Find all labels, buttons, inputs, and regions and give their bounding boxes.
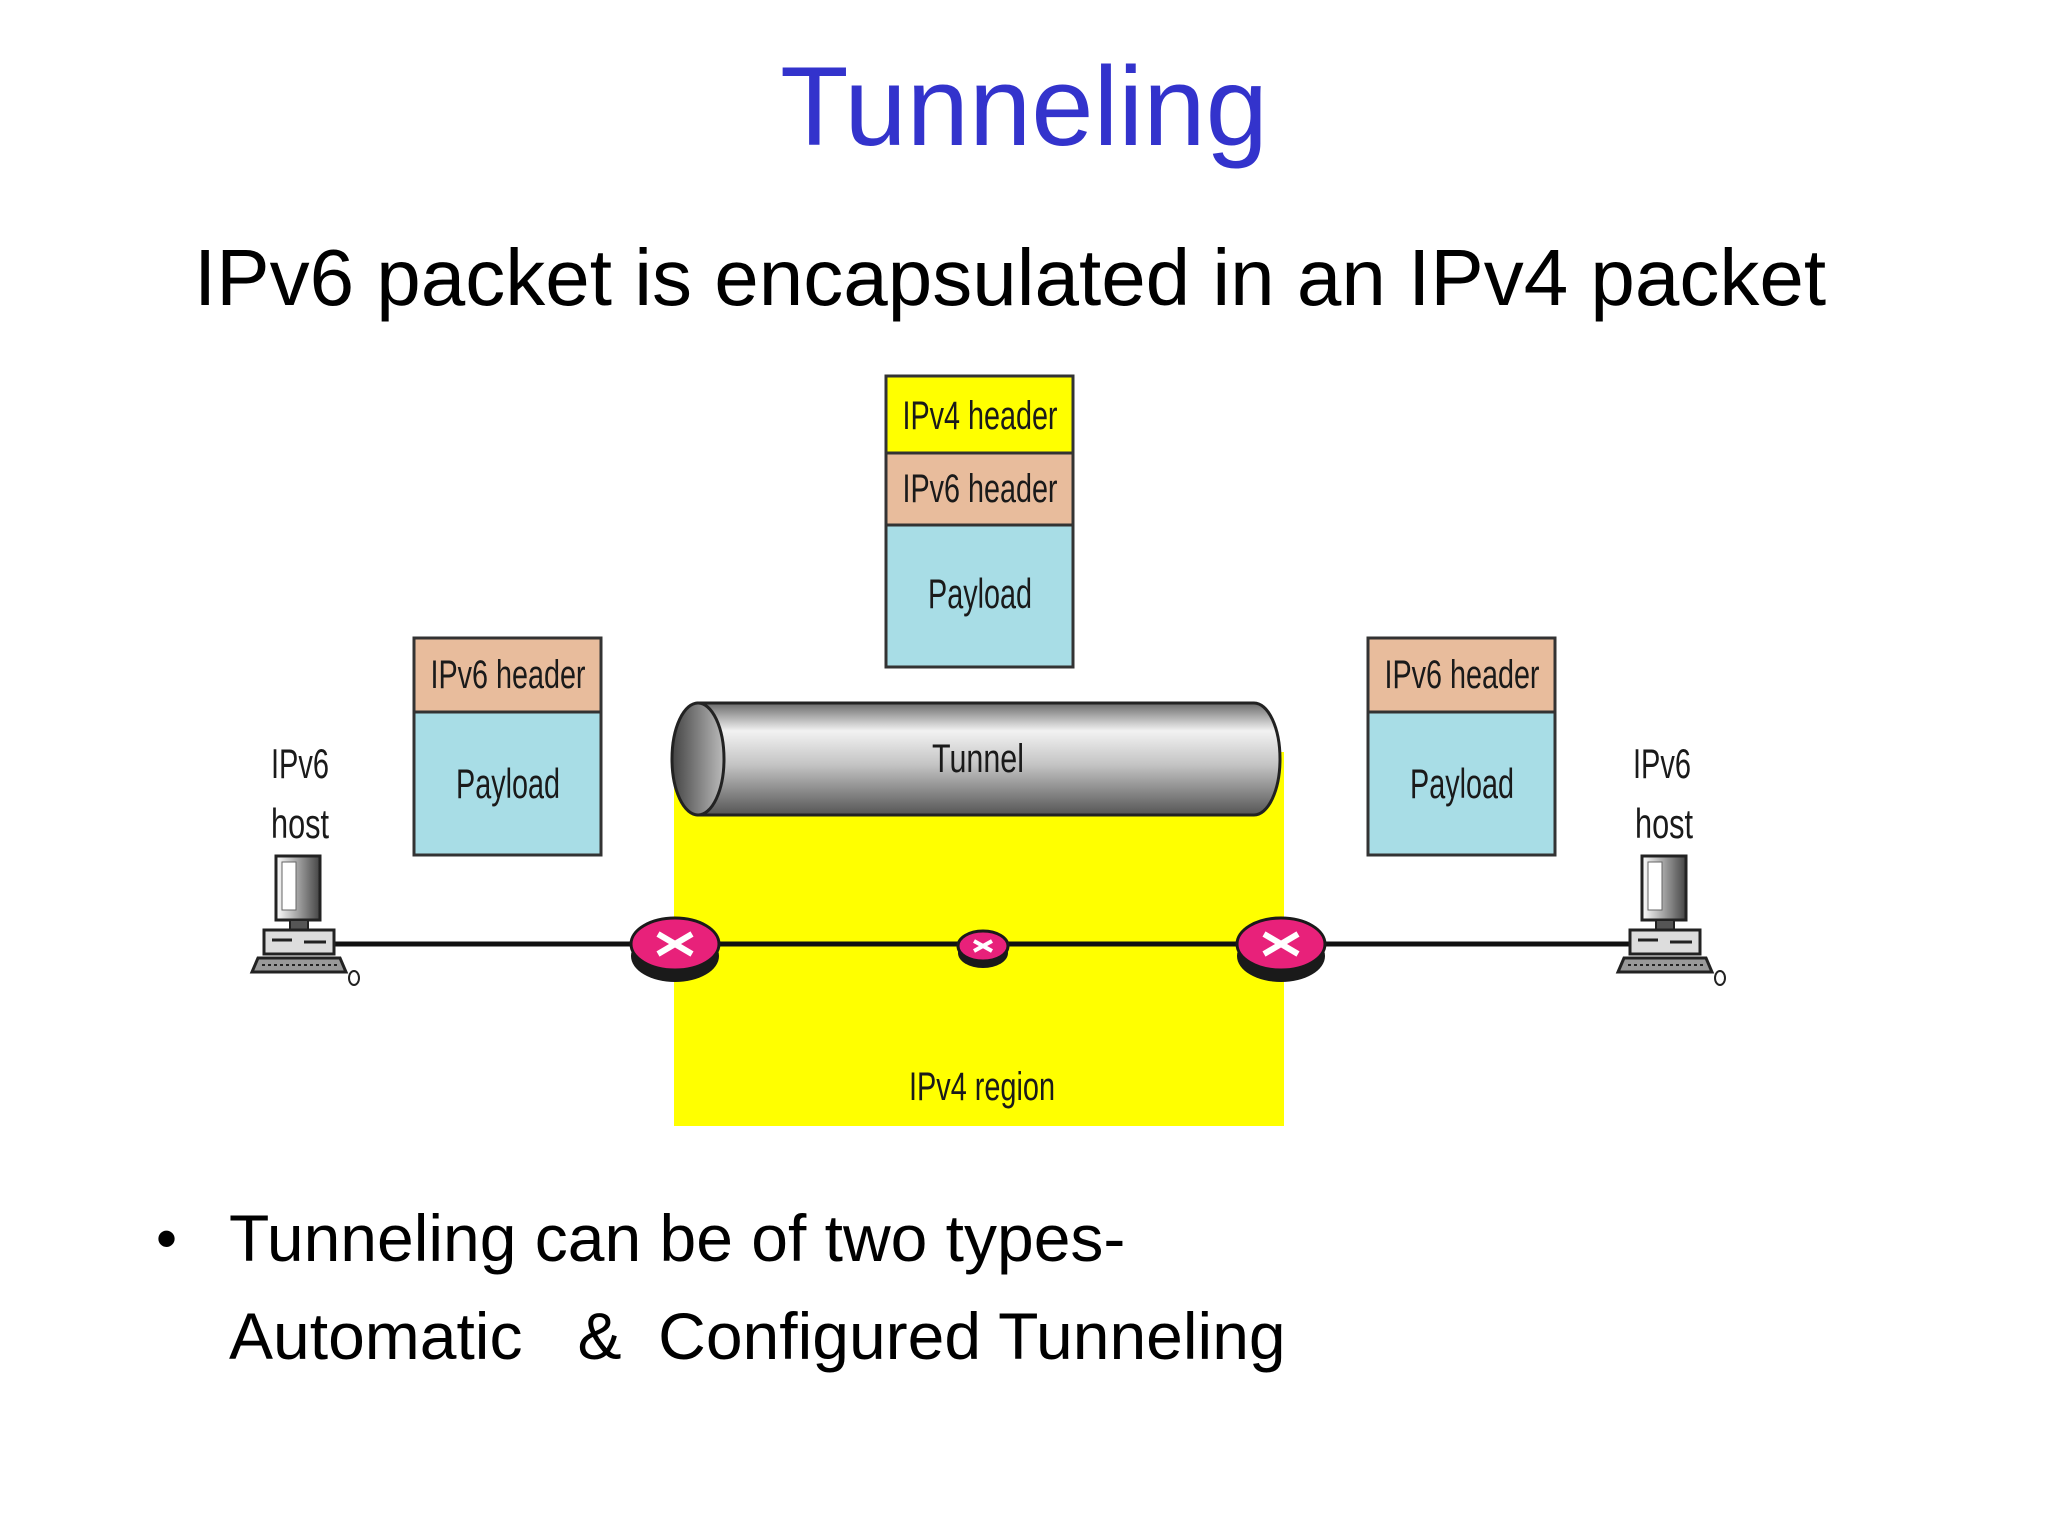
bullet-marker: • — [156, 1205, 178, 1272]
payload-block — [1366, 710, 1557, 857]
left-packet: IPv6 header Payload — [412, 636, 603, 857]
computer-icon — [249, 854, 360, 986]
router-icon — [1235, 916, 1327, 982]
payload-block — [412, 710, 603, 857]
bullet-text-line2: Automatic & Configured Tunneling — [229, 1299, 1286, 1373]
computer-icon — [1615, 854, 1726, 986]
left-host-label-line1: IPv6 — [271, 740, 329, 787]
right-host-label-line1: IPv6 — [1633, 740, 1691, 787]
slide-subtitle: IPv6 packet is encapsulated in an IPv4 p… — [194, 233, 1827, 322]
right-packet: IPv6 header Payload — [1366, 636, 1557, 857]
center-ipv6-header-label: IPv6 header — [903, 467, 1058, 511]
right-host-label-line2: host — [1635, 800, 1693, 847]
bullet-text-line1: Tunneling can be of two types- — [229, 1201, 1126, 1275]
left-ipv6-header-label: IPv6 header — [431, 653, 586, 697]
ipv6-header-block — [884, 451, 1075, 527]
ipv4-region-label: IPv4 region — [909, 1065, 1055, 1109]
left-host-label-line2: host — [271, 800, 329, 847]
router-icon — [956, 929, 1010, 968]
tunnel-pipe — [670, 701, 1282, 817]
right-payload-label: Payload — [1410, 760, 1514, 807]
center-ipv4-header-label: IPv4 header — [903, 394, 1058, 438]
center-packet: IPv4 header IPv6 header Payload — [884, 374, 1075, 669]
payload-block — [884, 523, 1075, 669]
center-payload-label: Payload — [928, 570, 1032, 617]
router-icon — [629, 916, 721, 982]
slide-title: Tunneling — [780, 44, 1268, 169]
tunnel-label: Tunnel — [932, 737, 1024, 781]
left-payload-label: Payload — [456, 760, 560, 807]
right-ipv6-header-label: IPv6 header — [1385, 653, 1540, 697]
